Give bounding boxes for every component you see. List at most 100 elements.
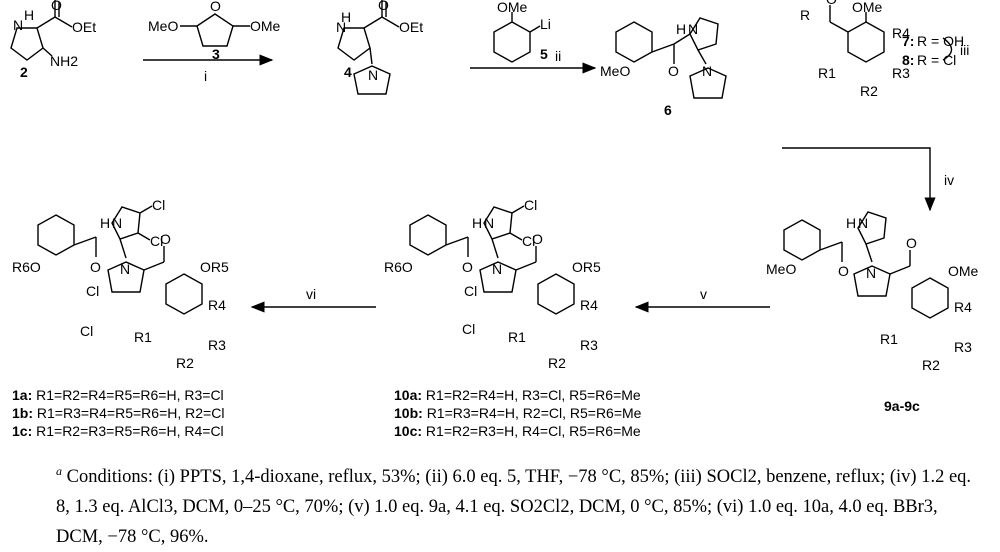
substituents: R1=R2=R4=R5=R6=H, R3=Cl <box>36 387 224 403</box>
arrow-step-iv <box>782 147 936 212</box>
compound-id: 10a: <box>394 387 423 403</box>
atom-label: O <box>90 259 101 275</box>
atom-label: OR5 <box>200 259 229 275</box>
arrow-label: iii <box>960 42 970 58</box>
structure-9 <box>783 211 949 319</box>
atom-label: MeO <box>766 261 796 277</box>
atom-label: O <box>378 0 389 13</box>
atom-label: R3 <box>892 65 910 81</box>
structure-3 <box>180 13 250 47</box>
substituents: R1=R2=R3=H, R4=Cl, R5=R6=Me <box>425 423 641 439</box>
atom-label: O <box>532 231 543 247</box>
compound-number: 6 <box>664 102 672 118</box>
atom-label: O <box>160 231 171 247</box>
atom-label: N <box>120 261 130 277</box>
substituents: R1=R2=R4=H, R3=Cl, R5=R6=Me <box>425 387 641 403</box>
atom-label: H <box>100 215 110 231</box>
atom-label: N <box>336 19 346 35</box>
atom-label: N <box>866 265 876 281</box>
atom-label: Li <box>540 16 551 32</box>
compound-number: 8: <box>902 52 915 68</box>
footnote-marker: a <box>56 464 62 478</box>
substituents: R1=R2=R3=R5=R6=H, R4=Cl <box>36 423 224 439</box>
atom-label: R <box>800 7 810 23</box>
compound-number: 5 <box>540 46 548 62</box>
atom-label: OMe <box>497 0 528 15</box>
atom-label: O <box>906 235 917 251</box>
atom-label: R6O <box>12 259 41 275</box>
atom-label: R1 <box>134 329 152 345</box>
atom-label: O <box>210 0 221 14</box>
atom-label: OMe <box>948 263 979 279</box>
atom-label: H <box>341 9 351 25</box>
atom-label: OEt <box>399 19 423 35</box>
atom-label: H <box>24 7 34 23</box>
compound-number: 3 <box>212 46 220 62</box>
atom-label: N <box>484 215 494 231</box>
compound-number: 7: <box>902 33 915 49</box>
structure-4 <box>337 0 400 95</box>
atom-label: H <box>472 215 482 231</box>
compound-r-group: R = Cl <box>917 52 957 68</box>
arrow-label: v <box>700 286 707 302</box>
compound-id: 1a: <box>12 387 33 403</box>
arrow-label: i <box>204 68 208 84</box>
atom-label: R1 <box>818 65 836 81</box>
atom-label: R2 <box>922 357 940 373</box>
structure-1 <box>37 205 203 315</box>
atom-label: R4 <box>954 299 972 315</box>
atom-label: Cl <box>524 197 537 213</box>
atom-label: O <box>838 263 849 279</box>
atom-label: R3 <box>954 339 972 355</box>
atom-label: R6O <box>384 259 413 275</box>
structure-5 <box>493 12 541 63</box>
atom-label: R3 <box>208 337 226 353</box>
arrow-label: ii <box>555 48 562 64</box>
arrow-label: vi <box>306 286 317 302</box>
atom-label: R4 <box>892 25 910 41</box>
atom-label: R1 <box>880 331 898 347</box>
arrow-label: iv <box>944 172 955 188</box>
atom-label: H <box>846 215 856 231</box>
atom-label: MeO <box>148 18 178 34</box>
atom-label: Cl <box>522 233 535 249</box>
atom-label: OMe <box>852 0 883 15</box>
compound-number: 2 <box>20 64 28 80</box>
atom-label: N <box>13 17 23 33</box>
atom-label: Cl <box>80 323 93 339</box>
atom-label: OEt <box>72 19 96 35</box>
conditions-text: Conditions: (i) PPTS, 1,4-dioxane, reflu… <box>56 467 972 548</box>
atom-label: OMe <box>250 18 281 34</box>
atom-label: R1 <box>508 329 526 345</box>
reaction-scheme: H N O OEt NH2 MeO OMe O H N O OEt N OMe … <box>10 0 979 373</box>
atom-label: N <box>112 215 122 231</box>
conditions-footnote: a Conditions: (i) PPTS, 1,4-dioxane, ref… <box>56 456 976 552</box>
structure-7-8 <box>829 5 953 63</box>
atom-label: Cl <box>464 283 477 299</box>
atom-label: OR5 <box>572 259 601 275</box>
atom-label: H <box>676 21 686 37</box>
compound-id: 1b: <box>12 405 33 421</box>
atom-label: O <box>668 63 679 79</box>
structure-10 <box>409 205 575 315</box>
compound-id: 1c: <box>12 423 33 439</box>
atom-label: Cl <box>152 197 165 213</box>
atom-label: R2 <box>176 355 194 371</box>
atom-label: R3 <box>580 337 598 353</box>
atom-label: O <box>462 259 473 275</box>
structure-2 <box>10 0 73 61</box>
atom-label: R2 <box>860 83 878 99</box>
atom-label: O <box>51 0 62 13</box>
atom-label: O <box>826 0 837 7</box>
compound-number: 4 <box>344 64 352 80</box>
atom-label: R2 <box>548 355 566 371</box>
atom-label: N <box>858 215 868 231</box>
atom-label: R4 <box>208 297 226 313</box>
atom-label: Cl <box>150 233 163 249</box>
compound-number: 9a-9c <box>884 398 920 414</box>
compound-r-group: R = OH <box>917 33 965 49</box>
atom-label: N <box>492 261 502 277</box>
atom-label: MeO <box>600 63 630 79</box>
atom-label: Cl <box>462 321 475 337</box>
structure-6 <box>615 17 727 99</box>
